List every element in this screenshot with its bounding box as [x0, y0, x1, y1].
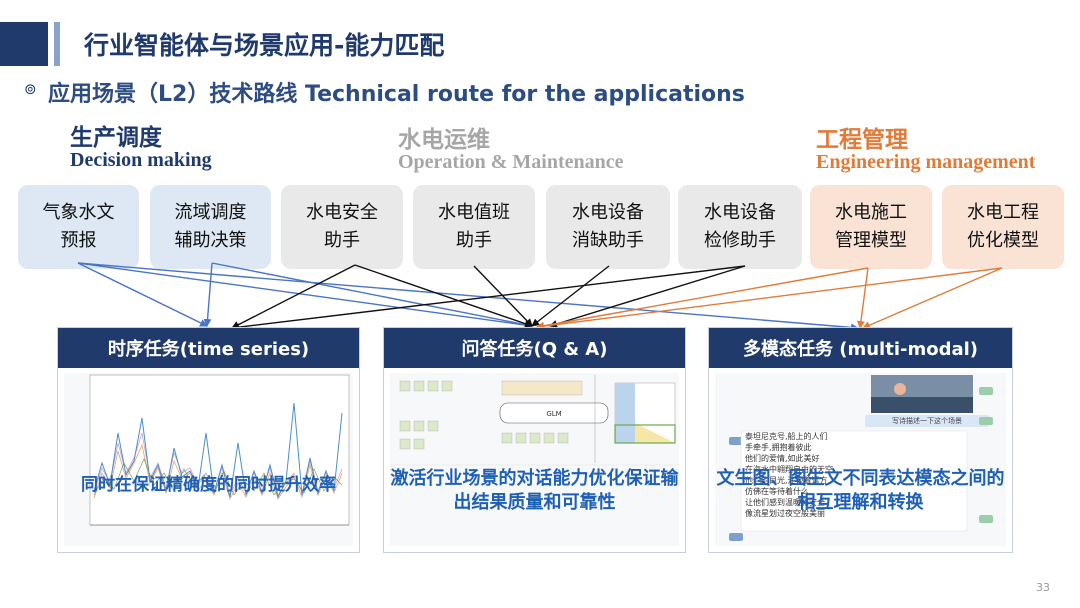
arrow-optimization-to-multimodal [862, 267, 1003, 329]
bullet-icon: ⊚ [24, 80, 37, 98]
task-panel-time-series: 时序任务(time series) 同时在保证精确度的同时提升效率 [57, 327, 360, 553]
task-panel-qa: 问答任务(Q & A) GLM 激活行业场景的对话能力优化保证输出结果质量和可靠… [383, 327, 686, 553]
category-decision-cn: 生产调度 [70, 124, 162, 151]
scenario-construction-model: 水电施工 管理模型 [810, 185, 932, 269]
page-title: 行业智能体与场景应用-能力匹配 [84, 31, 445, 60]
task-header-time-series: 时序任务(time series) [58, 328, 359, 368]
category-decision-en: Decision making [70, 149, 212, 171]
arrow-defect-to-qa [531, 265, 610, 327]
scenario-basin-dispatch: 流域调度 辅助决策 [150, 185, 271, 269]
scenario-safety-assistant: 水电安全 助手 [281, 185, 403, 269]
time-series-chart-image [89, 374, 350, 526]
arrow-construction-to-qa [536, 267, 869, 330]
scenario-optimization-model: 水电工程 优化模型 [942, 185, 1064, 269]
qa-module-label: GLM [546, 410, 561, 418]
task-caption-qa: 激活行业场景的对话能力优化保证输出结果质量和可靠性 [390, 468, 679, 513]
scenario-duty-assistant: 水电值班 助手 [413, 185, 535, 269]
multimodal-illustration: 写诗描述一下这个场景 泰坦尼克号,船上的人们 手牵手,拥抱着彼此 他们的爱情,如… [715, 373, 1006, 546]
category-maintenance-cn: 水电运维 [398, 126, 490, 153]
multimodal-prompt: 写诗描述一下这个场景 [892, 417, 962, 425]
arrow-safety-to-timeseries [231, 264, 356, 329]
task-caption-time-series: 同时在保证精确度的同时提升效率 [81, 475, 336, 495]
title-accent-block [0, 22, 48, 66]
task-header-qa: 问答任务(Q & A) [384, 328, 685, 368]
arrow-duty-to-qa [473, 265, 533, 327]
arrow-construction-to-multimodal [856, 267, 869, 329]
arrow-safety-to-qa [354, 264, 533, 328]
task-panel-multimodal: 多模态任务 (multi-modal) 写诗描述一下这个场景 泰坦尼克号,船上的… [708, 327, 1013, 553]
title-accent-bar [54, 22, 60, 66]
arrow-weather-to-timeseries [77, 262, 208, 327]
scenario-defect-assistant: 水电设备 消缺助手 [546, 185, 670, 269]
page-subtitle: 应用场景（L2）技术路线 Technical route for the app… [48, 82, 745, 107]
task-header-multimodal: 多模态任务 (multi-modal) [709, 328, 1012, 368]
page-number: 33 [1036, 581, 1050, 594]
arrow-optimization-to-qa [536, 267, 1003, 331]
qa-diagram-image: GLM [390, 375, 679, 466]
scenario-maintenance-assistant: 水电设备 检修助手 [678, 185, 802, 269]
multimodal-poem: 泰坦尼克号,船上的人们 手牵手,拥抱着彼此 他们的爱情,如此美好 在海水中翱翔自… [745, 432, 833, 518]
multimodal-chat-image [729, 375, 993, 541]
arrow-weather-to-qa [77, 262, 533, 329]
scenario-weather-hydrology: 气象水文 预报 [18, 185, 139, 269]
time-series-illustration: 同时在保证精确度的同时提升效率 [64, 373, 353, 546]
arrow-maintenance-to-timeseries [231, 265, 746, 332]
arrow-maintenance-to-qa [549, 265, 746, 328]
task-caption-multimodal: 文生图、图生文不同表达模态之间的相互理解和转换 [716, 468, 1005, 513]
arrow-weather-to-multimodal [77, 262, 859, 332]
category-maintenance-en: Operation & Maintenance [398, 151, 624, 173]
arrow-dispatch-to-timeseries [203, 262, 213, 327]
arrow-dispatch-to-qa [211, 262, 533, 329]
category-engineering-cn: 工程管理 [816, 126, 908, 153]
qa-illustration: GLM 激活行业场景的对话能力优化保证输出结果质量和可靠性 [390, 373, 679, 546]
category-engineering-en: Engineering management [816, 151, 1036, 173]
